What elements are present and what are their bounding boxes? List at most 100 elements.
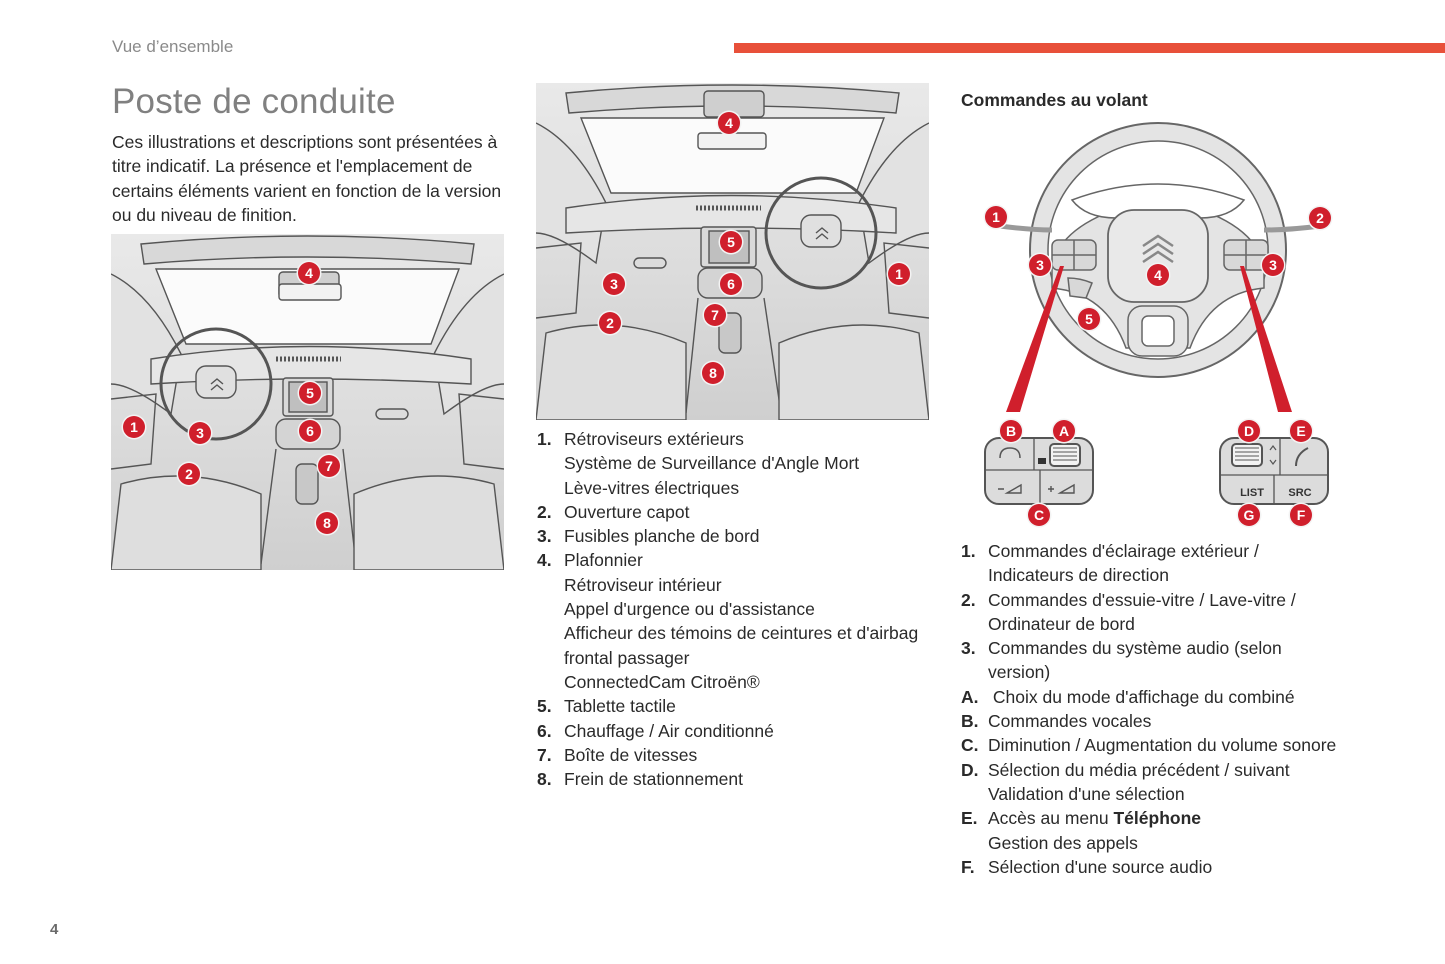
- legend-text: Commandes vocales: [988, 711, 1152, 732]
- dashboard-legend-list: 1. Rétroviseurs extérieurs Système de Su…: [537, 427, 947, 791]
- callout-badge: 5: [1078, 308, 1100, 330]
- steering-wheel-illustration: LIST SRC 1 2 3 3 4 5 B A C D E G F: [960, 118, 1360, 533]
- legend-item: 6. Chauffage / Air conditionné: [537, 719, 947, 743]
- callout-badge: 2: [1309, 207, 1331, 229]
- legend-number: 2.: [537, 501, 552, 522]
- legend-item: E. Accès au menu Téléphone Gestion des a…: [961, 806, 1381, 855]
- legend-text: version): [988, 662, 1051, 683]
- callout-badge: 2: [178, 463, 200, 485]
- legend-text: Chauffage / Air conditionné: [564, 720, 774, 741]
- callout-badge: 3: [189, 422, 211, 444]
- legend-text: Choix du mode d'affichage du combiné: [988, 686, 1295, 707]
- steering-legend-list: 1. Commandes d'éclairage extérieur / Ind…: [961, 539, 1381, 879]
- callout-badge: 1: [985, 206, 1007, 228]
- callout-badge: A: [1053, 420, 1075, 442]
- right-control-pad-drawing: LIST SRC: [1219, 437, 1329, 505]
- legend-number: 3.: [537, 526, 552, 547]
- legend-text: Plafonnier: [564, 550, 643, 571]
- legend-text: Ordinateur de bord: [988, 613, 1135, 634]
- callout-badge: 1: [123, 416, 145, 438]
- legend-number: D.: [961, 759, 979, 780]
- callout-pointer-left: [1006, 266, 1064, 412]
- legend-item: D. Sélection du média précédent / suivan…: [961, 758, 1381, 807]
- legend-text: Rétroviseur intérieur: [564, 574, 722, 595]
- legend-text: Gestion des appels: [988, 832, 1138, 853]
- legend-text: Afficheur des témoins de ceintures et d'…: [564, 623, 919, 644]
- legend-text: Validation d'une sélection: [988, 783, 1185, 804]
- callout-badge: 7: [704, 304, 726, 326]
- callout-badge: C: [1028, 504, 1050, 526]
- callout-badge: D: [1238, 420, 1260, 442]
- callout-pointer-right: [1240, 266, 1292, 412]
- legend-item: 7. Boîte de vitesses: [537, 743, 947, 767]
- steering-heading: Commandes au volant: [961, 90, 1148, 110]
- callout-badge: 4: [718, 112, 740, 134]
- callout-badge: E: [1290, 420, 1312, 442]
- legend-text: Boîte de vitesses: [564, 744, 698, 765]
- legend-number: 3.: [961, 638, 976, 659]
- legend-number: 1.: [537, 429, 552, 449]
- legend-item: A. Choix du mode d'affichage du combiné: [961, 685, 1381, 709]
- legend-text: Ouverture capot: [564, 501, 690, 522]
- legend-text: Fusibles planche de bord: [564, 526, 760, 547]
- legend-text: Commandes d'essuie-vitre / Lave-vitre /: [988, 589, 1296, 610]
- legend-number: 1.: [961, 541, 976, 561]
- legend-text-line: Accès au menu Téléphone: [988, 806, 1381, 830]
- legend-text: Diminution / Augmentation du volume sono…: [988, 735, 1337, 756]
- legend-number: B.: [961, 711, 979, 732]
- callout-badge: B: [1000, 420, 1022, 442]
- legend-item: F. Sélection d'une source audio: [961, 855, 1381, 879]
- steering-wheel-drawing: LIST SRC: [984, 122, 1329, 505]
- legend-text: Sélection du média précédent / suivant: [988, 759, 1290, 780]
- legend-text: Accès au menu: [988, 808, 1114, 829]
- legend-text: Lève-vitres électriques: [564, 477, 740, 498]
- legend-item: 1. Rétroviseurs extérieurs Système de Su…: [537, 427, 947, 500]
- legend-text: Frein de stationnement: [564, 769, 743, 790]
- legend-item: B. Commandes vocales: [961, 709, 1381, 733]
- callout-badge: 1: [888, 263, 910, 285]
- src-button-label: SRC: [1288, 487, 1311, 499]
- legend-item: 8. Frein de stationnement: [537, 767, 947, 791]
- legend-number: F.: [961, 856, 975, 877]
- legend-text: Appel d'urgence ou d'assistance: [564, 599, 815, 620]
- callout-badge: F: [1290, 504, 1312, 526]
- page-number: 4: [50, 921, 59, 938]
- callout-badge: 7: [318, 455, 340, 477]
- legend-text: Commandes d'éclairage extérieur /: [988, 541, 1259, 561]
- legend-item: C. Diminution / Augmentation du volume s…: [961, 733, 1381, 757]
- legend-number: C.: [961, 735, 979, 756]
- callout-badge: 3: [1262, 254, 1284, 276]
- legend-text: Rétroviseurs extérieurs: [564, 429, 744, 449]
- list-button-label: LIST: [1240, 487, 1264, 499]
- legend-number: 4.: [537, 550, 552, 571]
- dashboard-illustration-lhd: 4 1 3 5 6 2 7 8: [111, 234, 504, 570]
- legend-item: 3. Commandes du système audio (selon ver…: [961, 636, 1381, 685]
- callout-badge: 3: [1029, 254, 1051, 276]
- legend-text: Tablette tactile: [564, 696, 676, 717]
- legend-item: 4. Plafonnier Rétroviseur intérieur Appe…: [537, 548, 947, 694]
- callout-badge: 2: [599, 312, 621, 334]
- dashboard-drawing-lhd: [111, 235, 504, 570]
- callout-badge: G: [1238, 504, 1260, 526]
- legend-number: 6.: [537, 720, 552, 741]
- legend-number: 7.: [537, 744, 552, 765]
- legend-number: A.: [961, 686, 979, 707]
- legend-text: ConnectedCam Citroën®: [564, 671, 760, 692]
- callout-badge: 6: [299, 420, 321, 442]
- page-title: Poste de conduite: [112, 82, 396, 121]
- callout-badge: 4: [1147, 264, 1169, 286]
- legend-item: 2. Ouverture capot: [537, 500, 947, 524]
- legend-item: 5. Tablette tactile: [537, 694, 947, 718]
- callout-badge: 8: [316, 512, 338, 534]
- callout-badge: 5: [720, 231, 742, 253]
- legend-text: Commandes du système audio (selon: [988, 638, 1282, 659]
- legend-number: 8.: [537, 769, 552, 790]
- callout-badge: 5: [299, 382, 321, 404]
- legend-number: E.: [961, 808, 978, 829]
- legend-text: frontal passager: [564, 647, 690, 668]
- legend-number: 2.: [961, 589, 976, 610]
- legend-text: Sélection d'une source audio: [988, 856, 1213, 877]
- legend-text: Système de Surveillance d'Angle Mort: [564, 453, 860, 474]
- legend-item: 2. Commandes d'essuie-vitre / Lave-vitre…: [961, 588, 1381, 637]
- callout-badge: 4: [298, 262, 320, 284]
